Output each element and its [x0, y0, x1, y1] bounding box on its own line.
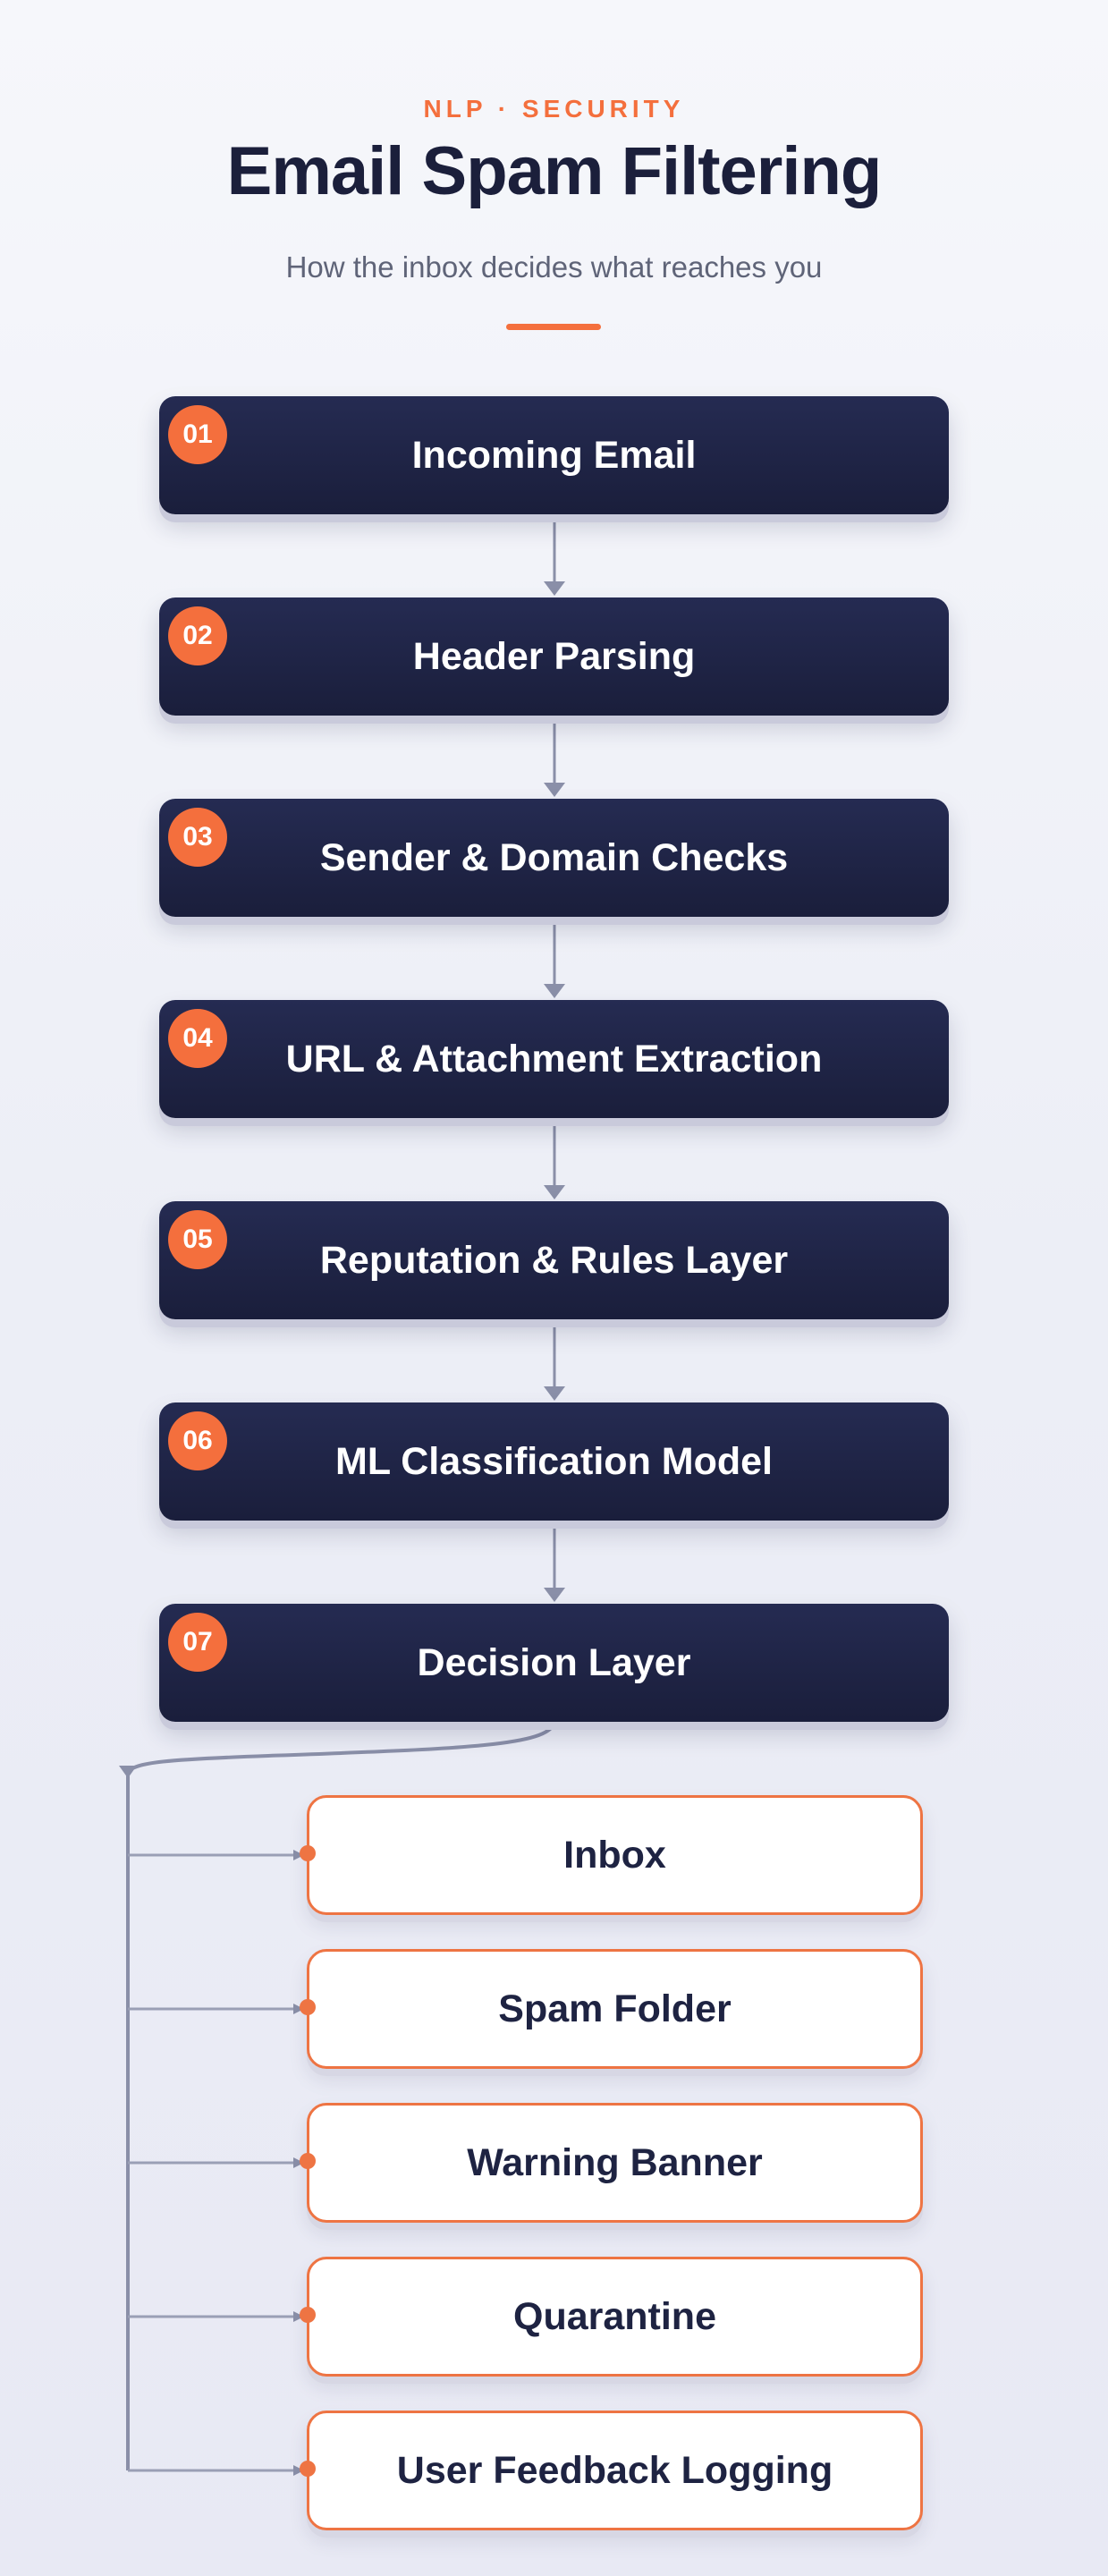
arrowhead-step-6 [544, 1386, 565, 1401]
step-header-parsing: Header Parsing 02 [159, 597, 949, 716]
outcome-spam-folder: Spam Folder [300, 1949, 923, 2069]
step-number-badge: 01 [168, 405, 227, 464]
arrowhead-step-3 [544, 783, 565, 797]
step-number-badge: 02 [168, 606, 227, 665]
step-number-badge: 05 [168, 1210, 227, 1269]
step-number-badge: 04 [168, 1009, 227, 1068]
outcome-inbox: Inbox [300, 1795, 923, 1915]
connector-dot [300, 2153, 316, 2169]
outcome-label: Quarantine [513, 2295, 716, 2338]
step-label: ML Classification Model [335, 1440, 773, 1483]
outcome-label: Inbox [563, 1834, 666, 1877]
step-label: Incoming Email [411, 434, 697, 477]
step-ml-classification-model: ML Classification Model 06 [159, 1402, 949, 1521]
outcome-warning-banner: Warning Banner [300, 2103, 923, 2223]
outcome-quarantine: Quarantine [300, 2257, 923, 2377]
step-number-badge: 03 [168, 808, 227, 867]
connector-dot [300, 1999, 316, 2015]
connector-dot [300, 1845, 316, 1861]
step-label: Decision Layer [417, 1641, 691, 1684]
step-label: Header Parsing [412, 635, 696, 678]
arrowhead-step-4 [544, 984, 565, 998]
outcome-user-feedback-logging: User Feedback Logging [300, 2411, 923, 2530]
step-sender-domain-checks: Sender & Domain Checks 03 [159, 799, 949, 917]
diagram-subtitle: How the inbox decides what reaches you [285, 250, 823, 284]
step-url-attachment-extraction: URL & Attachment Extraction 04 [159, 1000, 949, 1118]
outcome-label: Spam Folder [498, 1987, 732, 2030]
step-number-badge: 07 [168, 1613, 227, 1672]
step-incoming-email: Incoming Email 01 [159, 396, 949, 514]
outcome-label: User Feedback Logging [396, 2449, 833, 2492]
step-label: URL & Attachment Extraction [285, 1038, 823, 1080]
connector-dot [300, 2461, 316, 2477]
step-number-badge: 06 [168, 1411, 227, 1470]
arrowhead-step-5 [544, 1185, 565, 1199]
connector-dot [300, 2307, 316, 2323]
outcome-label: Warning Banner [467, 2141, 763, 2184]
eyebrow-label: NLP · SECURITY [423, 95, 685, 123]
step-label: Sender & Domain Checks [319, 836, 789, 879]
decision-curve-connector [126, 1722, 556, 1775]
arrowhead-step-7 [544, 1588, 565, 1602]
accent-divider [506, 324, 601, 330]
step-label: Reputation & Rules Layer [319, 1239, 789, 1282]
step-decision-layer: Decision Layer 07 [159, 1604, 949, 1722]
diagram-title: Email Spam Filtering [226, 133, 883, 209]
arrowhead-step-2 [544, 581, 565, 596]
step-reputation-rules-layer: Reputation & Rules Layer 05 [159, 1201, 949, 1319]
